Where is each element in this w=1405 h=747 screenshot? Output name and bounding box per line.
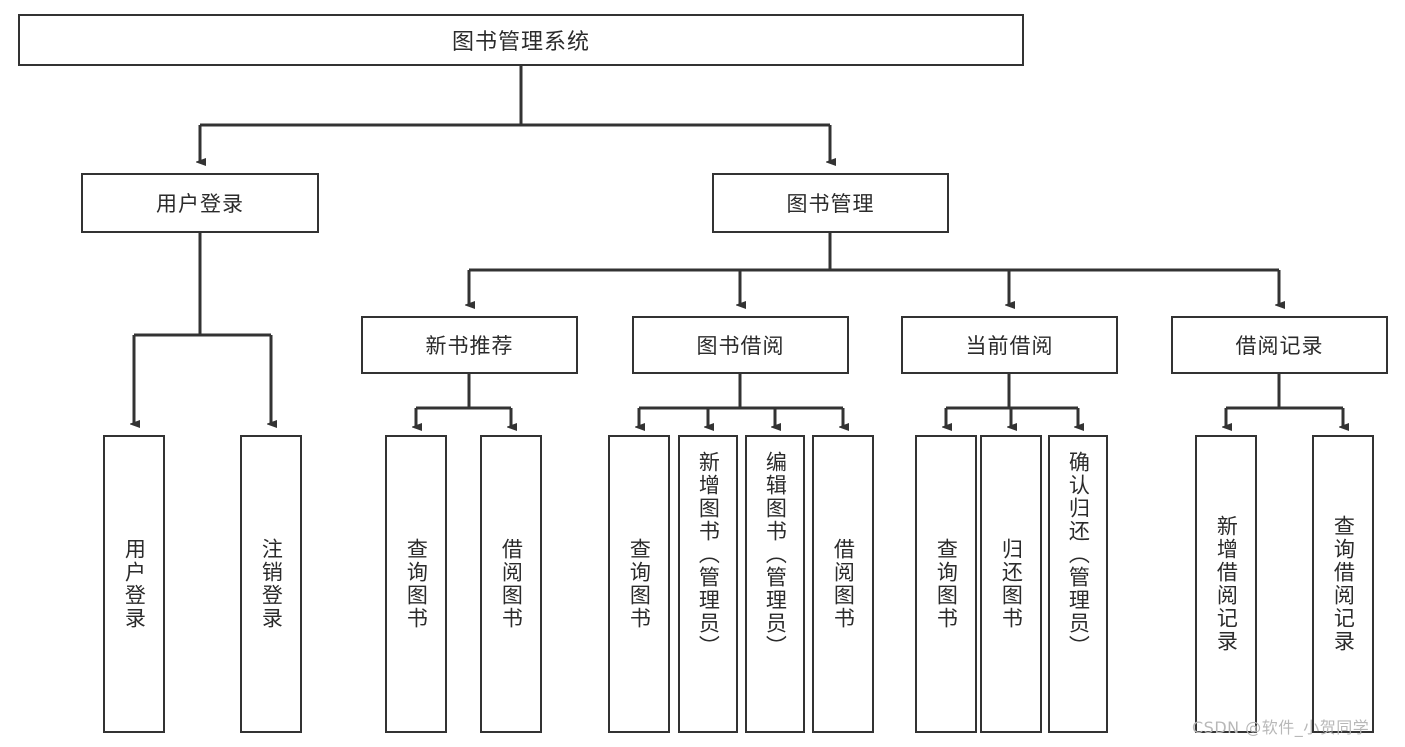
leaf-query-borrow-record[interactable]: 查询借阅记录 bbox=[1312, 435, 1374, 733]
node-borrow-record[interactable]: 借阅记录 bbox=[1171, 316, 1388, 374]
node-book-borrow-label: 图书借阅 bbox=[696, 334, 785, 358]
leaf-query-book-current-label: 查询图书 bbox=[934, 538, 959, 630]
leaf-return-book-label: 归还图书 bbox=[999, 538, 1024, 630]
leaf-logout-label: 注销登录 bbox=[259, 538, 284, 630]
node-book-management-label: 图书管理 bbox=[786, 192, 875, 216]
leaf-borrow-book-newbook[interactable]: 借阅图书 bbox=[480, 435, 542, 733]
node-user-login[interactable]: 用户登录 bbox=[81, 173, 319, 233]
leaf-query-book-borrow[interactable]: 查询图书 bbox=[608, 435, 670, 733]
leaf-query-book-current[interactable]: 查询图书 bbox=[915, 435, 977, 733]
node-current-borrow-label: 当前借阅 bbox=[965, 334, 1054, 358]
leaf-add-borrow-record[interactable]: 新增借阅记录 bbox=[1195, 435, 1257, 733]
node-book-borrow[interactable]: 图书借阅 bbox=[632, 316, 849, 374]
leaf-user-login-label: 用户登录 bbox=[122, 538, 147, 630]
leaf-edit-book-admin-label: 编辑图书（管理员） bbox=[763, 451, 788, 658]
node-user-login-label: 用户登录 bbox=[156, 192, 244, 216]
leaf-confirm-return-admin[interactable]: 确认归还（管理员） bbox=[1048, 435, 1108, 733]
node-root-label: 图书管理系统 bbox=[451, 30, 590, 55]
leaf-query-borrow-record-label: 查询借阅记录 bbox=[1331, 515, 1356, 653]
leaf-query-book-newbook-label: 查询图书 bbox=[404, 538, 429, 630]
leaf-query-book-newbook[interactable]: 查询图书 bbox=[385, 435, 447, 733]
leaf-query-book-borrow-label: 查询图书 bbox=[627, 538, 652, 630]
node-book-management[interactable]: 图书管理 bbox=[712, 173, 949, 233]
node-new-book-recommend-label: 新书推荐 bbox=[425, 334, 514, 358]
leaf-borrow-book-newbook-label: 借阅图书 bbox=[499, 538, 524, 630]
leaf-add-borrow-record-label: 新增借阅记录 bbox=[1214, 515, 1239, 653]
leaf-add-book-admin-label: 新增图书（管理员） bbox=[696, 451, 721, 658]
node-new-book-recommend[interactable]: 新书推荐 bbox=[361, 316, 578, 374]
leaf-borrow-book[interactable]: 借阅图书 bbox=[812, 435, 874, 733]
watermark: CSDN @软件_小贺同学 bbox=[1192, 718, 1370, 737]
leaf-logout[interactable]: 注销登录 bbox=[240, 435, 302, 733]
leaf-edit-book-admin[interactable]: 编辑图书（管理员） bbox=[745, 435, 805, 733]
leaf-return-book[interactable]: 归还图书 bbox=[980, 435, 1042, 733]
leaf-borrow-book-label: 借阅图书 bbox=[831, 538, 856, 630]
node-borrow-record-label: 借阅记录 bbox=[1235, 334, 1324, 358]
node-current-borrow[interactable]: 当前借阅 bbox=[901, 316, 1118, 374]
node-root[interactable]: 图书管理系统 bbox=[18, 14, 1024, 66]
leaf-add-book-admin[interactable]: 新增图书（管理员） bbox=[678, 435, 738, 733]
leaf-user-login[interactable]: 用户登录 bbox=[103, 435, 165, 733]
leaf-confirm-return-admin-label: 确认归还（管理员） bbox=[1066, 451, 1091, 658]
